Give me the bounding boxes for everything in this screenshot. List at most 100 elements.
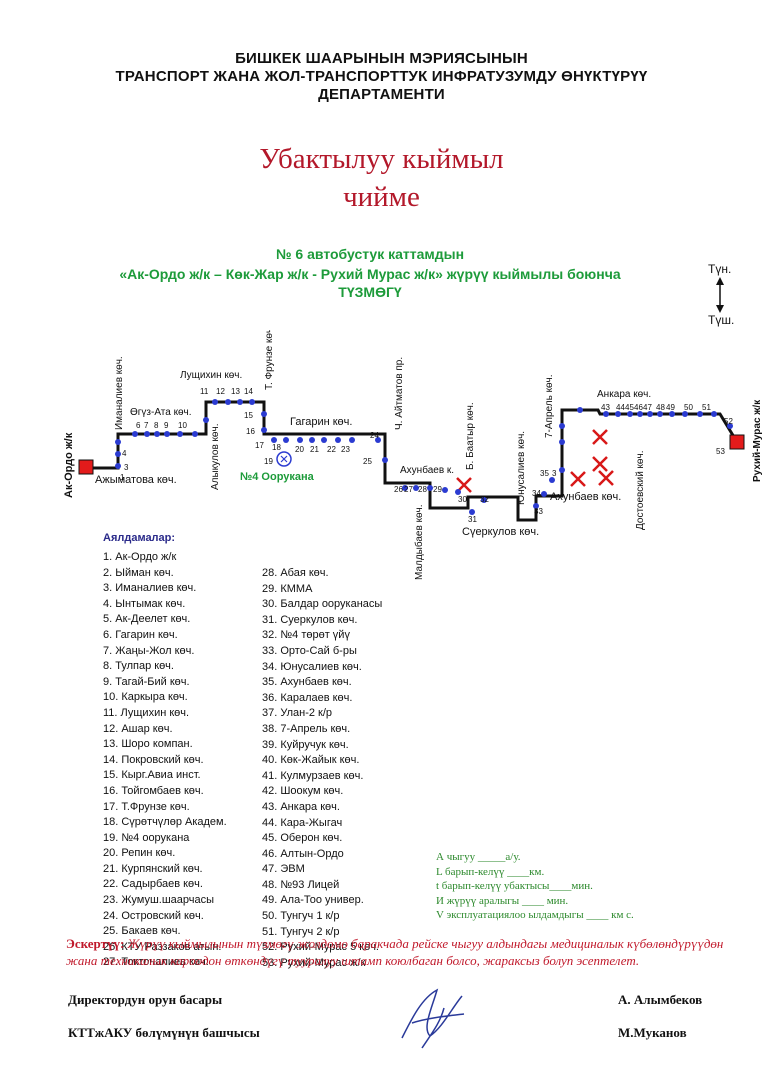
stop-list-item: 10. Каркыра көч. <box>103 691 188 704</box>
stop-list-item: 42. Шоокум көч. <box>262 785 344 798</box>
stop-list-item: 51. Тунгуч 2 к/р <box>262 925 340 938</box>
stop-list-item: 48. №93 Лицей <box>262 878 340 891</box>
stop-number: 18 <box>272 443 281 452</box>
stop-list-item: 16. Тойгомбаев көч. <box>103 784 204 797</box>
stop-number: 47 <box>643 403 652 412</box>
signature-role-2: КТТжАКУ бөлүмүнүн башчысы <box>68 1025 260 1040</box>
closure-x-icon <box>592 429 608 445</box>
street-label-oguz-ata: Өгүз-Ата көч. <box>130 407 192 418</box>
header-line-2: ТРАНСПОРТ ЖАНА ЖОЛ-ТРАНСПОРТТУК ИНФРАТУЗ… <box>115 68 648 85</box>
stop-dot <box>249 399 255 405</box>
note-text: Жүрүү кыймылынын түзмөгү жолдомо баракча… <box>66 936 724 968</box>
stop-dot <box>577 407 583 413</box>
stop-number: 25 <box>363 457 372 466</box>
stop-numbers: 1 3 4 6 7 8 9 10 11 12 13 14 15 16 17 18… <box>120 387 733 524</box>
stop-number: 45 <box>625 403 634 412</box>
stop-dot <box>627 411 633 417</box>
stop-list-item: 23. Жумуш.шаарчасы <box>103 894 215 907</box>
street-label-akhunbaev-1: Ахунбаев к. <box>400 464 454 476</box>
stop-number: 3 <box>124 463 129 472</box>
stop-dot <box>637 411 643 417</box>
signature-role-1: Директордун орун басары <box>68 992 223 1007</box>
stop-list-item: 27. Токтоналиев көч. <box>103 956 209 969</box>
stop-list-item: 41. Кулмурзаев көч. <box>262 769 364 782</box>
stop-number: 51 <box>702 403 711 412</box>
stop-dot <box>375 437 381 443</box>
stop-list-item: 43. Анкара көч. <box>262 800 340 813</box>
closure-x-icon <box>570 471 586 487</box>
stop-dot <box>615 411 621 417</box>
stop-dot <box>413 485 419 491</box>
stop-list-item: 14. Покровский көч. <box>103 753 204 766</box>
compass-south-label: Түш. <box>708 313 735 327</box>
info-line: L барып-келүү ____км. <box>436 865 545 878</box>
stop-list-item: 36. Каралаев көч. <box>262 691 353 704</box>
stop-dot <box>455 489 461 495</box>
compass-arrow-icon <box>716 277 724 313</box>
header-line-1: БИШКЕК ШААРЫНЫН МЭРИЯСЫНЫН <box>235 50 528 67</box>
info-line: V эксплуатациялоо ылдамдыгы ____ км с. <box>436 909 634 922</box>
street-label-imanaliev: Иманалиев көч. <box>114 356 125 430</box>
stop-number: 29 <box>433 485 442 494</box>
stop-dot <box>481 497 487 503</box>
street-label-yunusaliev: Юнусалиев көч. <box>516 431 527 505</box>
stop-list-item: 35. Ахунбаев көч. <box>262 676 352 689</box>
stop-dot <box>115 451 121 457</box>
street-label-syerkulov: Сүеркулов көч. <box>462 526 539 538</box>
stop-list-item: 32. №4 төрөт үйү <box>262 629 350 642</box>
stop-dot <box>154 431 160 437</box>
stop-list-item: 49. Ала-Тоо универ. <box>262 894 364 907</box>
stop-number: 9 <box>164 421 169 430</box>
stop-dot <box>549 477 555 483</box>
stop-list-item: 24. Островский көч. <box>103 909 204 922</box>
stop-dot <box>382 457 388 463</box>
stop-list-item: 39. Куйручук көч. <box>262 738 349 751</box>
street-label-baatyr: Б. Баатыр көч. <box>465 402 476 470</box>
stop-number: 19 <box>264 457 273 466</box>
stop-number: 32 <box>480 495 489 504</box>
subtitle-line-3: ТҮЗМӨГҮ <box>338 284 402 300</box>
stop-number: 10 <box>178 421 187 430</box>
stop-number: 28 <box>418 485 427 494</box>
stop-dot <box>603 411 609 417</box>
stop-number: 16 <box>246 427 255 436</box>
stop-number: 48 <box>656 403 665 412</box>
stop-dot <box>559 467 565 473</box>
stop-list-item: 47. ЭВМ <box>262 863 305 876</box>
stop-dot <box>427 485 433 491</box>
stop-number: 11 <box>200 387 209 396</box>
stop-list-item: 17. Т.Фрунзе көч. <box>103 800 190 813</box>
stop-number: 31 <box>468 515 477 524</box>
stop-dot <box>321 437 327 443</box>
stop-number: 33 <box>534 507 543 516</box>
stop-dot <box>283 437 289 443</box>
stop-dot <box>469 509 475 515</box>
stop-list-item: 2. Ыйман көч. <box>103 566 174 579</box>
stop-number: 24 <box>370 431 379 440</box>
stop-list-item: 31. Суеркулов көч. <box>262 613 358 626</box>
info-line: И жүрүү аралыгы ____ мин. <box>436 894 569 907</box>
stop-number: 21 <box>310 445 319 454</box>
stop-list-item: 5. Ак-Деелет көч. <box>103 613 191 626</box>
stop-dot <box>192 431 198 437</box>
title-line-2: чийме <box>343 181 420 213</box>
stop-list-item: 11. Лущихин көч. <box>103 706 190 719</box>
info-line: А чыгуу _____а/у. <box>436 851 521 863</box>
closure-x-icon <box>592 456 608 472</box>
stop-dot <box>533 503 539 509</box>
stop-dot <box>697 411 703 417</box>
stop-list-item: 8. Тулпар көч. <box>103 660 174 673</box>
stop-list-item: 13. Шоро компан. <box>103 738 193 751</box>
stop-number: 13 <box>231 387 240 396</box>
stop-number: 34 <box>532 489 541 498</box>
street-label-akhunbaev-2: Ахунбаев көч. <box>550 491 621 503</box>
stop-dot <box>647 411 653 417</box>
stop-list-item: 26. КТУ Раззаков атын. <box>103 940 222 953</box>
stop-list-item: 46. Алтын-Ордо <box>262 847 344 860</box>
info-block: А чыгуу _____а/у.L барып-келүү ____км.t … <box>436 850 634 923</box>
stop-dot <box>203 417 209 423</box>
terminal-rukhiy-icon <box>729 434 745 450</box>
hospital-marker: №4 Оорукана <box>240 451 315 483</box>
